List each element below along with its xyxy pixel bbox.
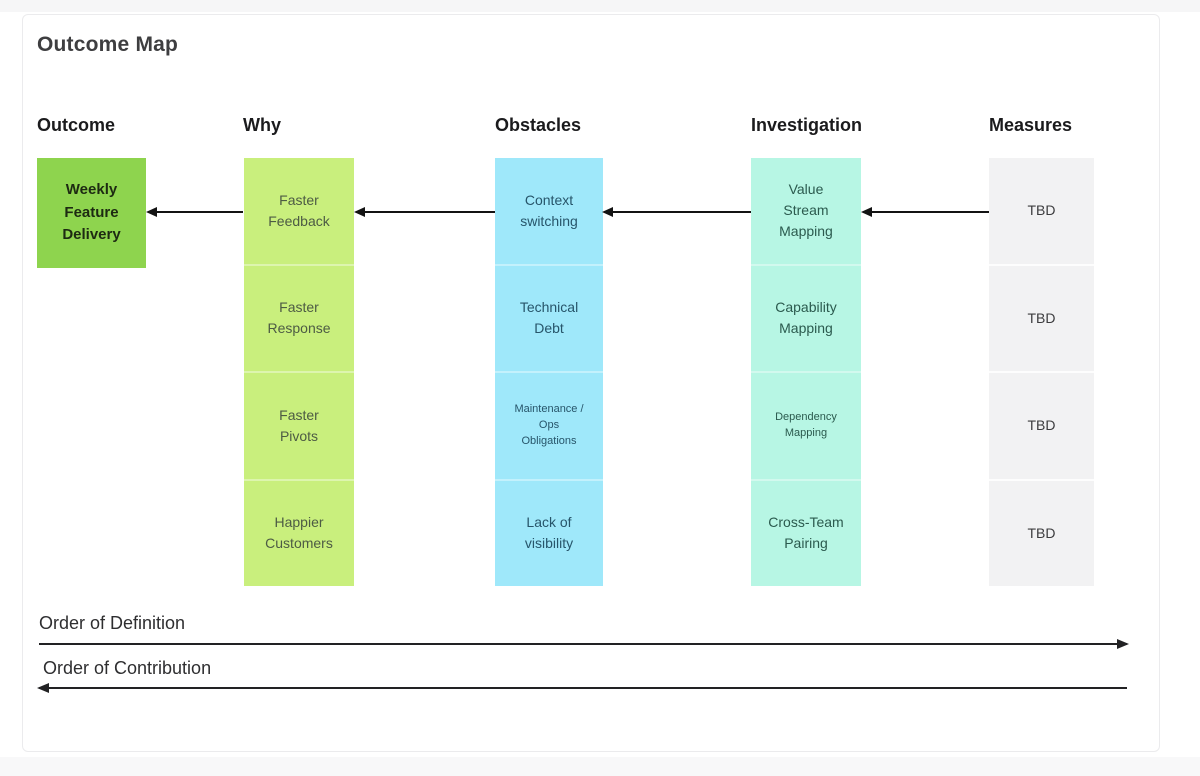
arrow-measures-to-investigation-icon <box>861 207 989 217</box>
bottom-margin-strip <box>0 757 1200 776</box>
column-header-investigation: Investigation <box>751 115 863 135</box>
column-header-measures: Measures <box>989 115 1073 135</box>
column-header-outcome: Outcome <box>37 115 116 135</box>
obstacle-cell: Technical Debt <box>495 266 603 373</box>
obstacle-cell: Lack of visibility <box>524 514 574 552</box>
measure-cell: TBD <box>989 373 1094 481</box>
outcome-box: Weekly Feature Delivery <box>37 158 146 268</box>
arrow-investigation-to-obstacles-icon <box>602 207 751 217</box>
obstacle-cell: Maintenance / Ops Obligations <box>495 373 603 481</box>
investigation-column: Value Stream Mapping Capability Mapping … <box>751 158 861 586</box>
why-column: Faster Feedback Faster Response Faster P… <box>244 158 354 586</box>
investigation-cell: Value Stream Mapping <box>751 158 861 266</box>
order-of-definition-arrow-icon <box>39 639 1129 649</box>
top-margin-strip <box>0 0 1200 12</box>
measure-cell: TBD <box>989 158 1094 266</box>
order-of-contribution-label: Order of Contribution <box>43 658 212 678</box>
measure-cell: TBD <box>989 266 1094 373</box>
outcome-map-card: Outcome Map Outcome Why Obstacles Invest… <box>22 14 1160 752</box>
obstacles-column: Context switching Technical Debt Mainten… <box>495 158 603 586</box>
measures-column: TBD TBD TBD TBD <box>989 158 1094 586</box>
column-header-obstacles: Obstacles <box>495 115 582 135</box>
investigation-cell: Cross-Team Pairing <box>768 514 844 552</box>
measure-cell: TBD <box>1027 524 1056 541</box>
arrow-why-to-outcome-icon <box>146 207 243 217</box>
order-of-contribution-arrow-icon <box>37 683 1127 693</box>
why-cell: Faster Pivots <box>244 373 354 481</box>
page-title: Outcome Map <box>37 33 179 56</box>
column-header-why: Why <box>243 115 281 135</box>
obstacle-cell: Context switching <box>495 158 603 266</box>
arrow-obstacles-to-why-icon <box>354 207 495 217</box>
order-of-definition-label: Order of Definition <box>39 613 186 633</box>
why-cell: Happier Customers <box>265 514 333 552</box>
why-cell: Faster Response <box>244 266 354 373</box>
investigation-cell: Dependency Mapping <box>751 373 861 481</box>
why-cell: Faster Feedback <box>244 158 354 266</box>
investigation-cell: Capability Mapping <box>751 266 861 373</box>
